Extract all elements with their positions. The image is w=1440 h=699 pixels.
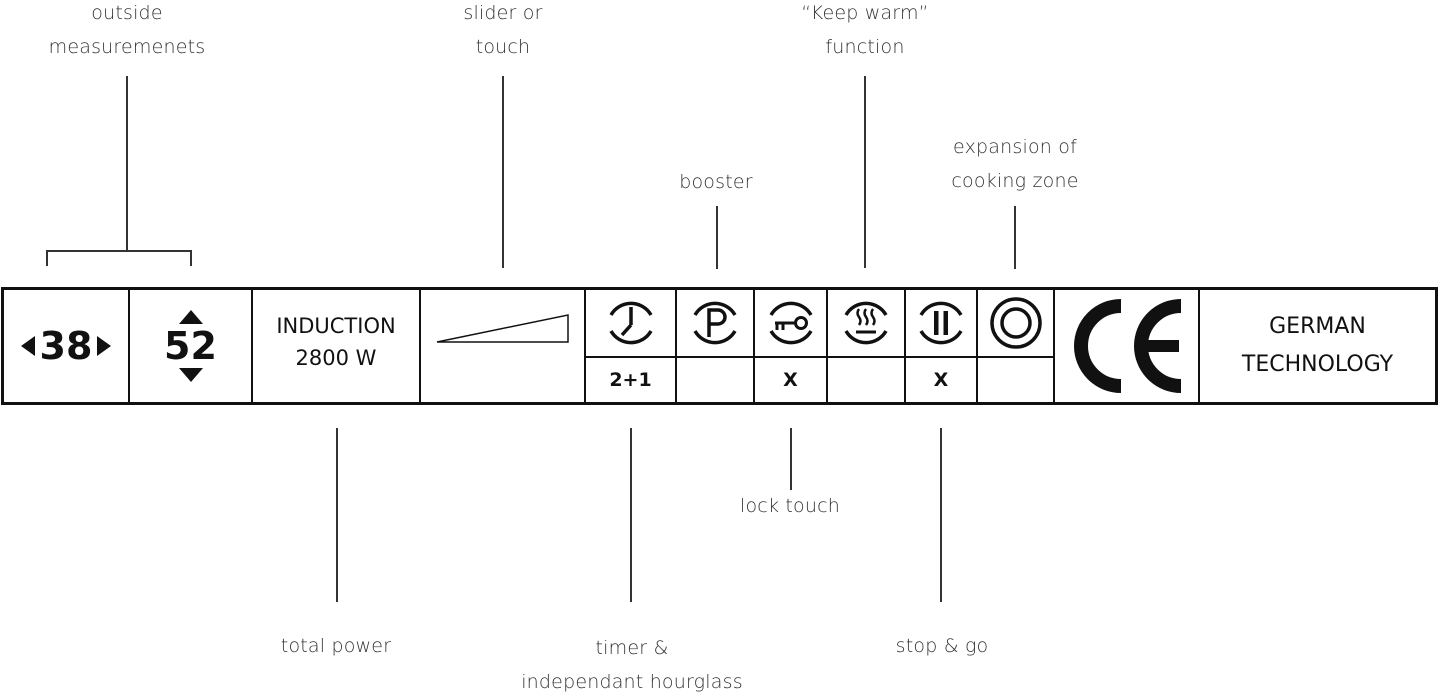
label-line: slider or	[463, 2, 543, 24]
timer-value: 2+1	[609, 369, 652, 391]
separator	[976, 290, 978, 402]
width-value: 38	[39, 324, 93, 368]
origin-line2: TECHNOLOGY	[1241, 352, 1394, 377]
booster-value	[677, 358, 753, 402]
separator	[128, 290, 130, 402]
bracket-right-tick	[190, 250, 192, 266]
separator	[251, 290, 253, 402]
label-line: touch	[475, 36, 531, 58]
origin-line1: GERMAN	[1269, 314, 1366, 339]
slider-wedge-icon	[436, 314, 569, 343]
slider-cell	[421, 290, 584, 402]
label-line: timer &	[595, 637, 669, 659]
separator	[584, 290, 586, 402]
keep-warm-steam-icon	[844, 301, 888, 345]
p-booster-icon	[693, 301, 737, 345]
label-booster: booster	[679, 165, 753, 199]
keep-warm-icon-cell	[828, 290, 904, 356]
arrow-left-icon	[20, 336, 35, 356]
arrow-down-icon	[178, 368, 203, 382]
label-expansion: expansion of cooking zone	[951, 130, 1078, 198]
label-keep-warm: “Keep warm” function	[801, 0, 928, 64]
clock-icon	[608, 301, 653, 345]
ce-mark-icon	[1073, 299, 1181, 393]
depth-value: 52	[164, 324, 217, 368]
separator	[419, 290, 421, 402]
arrow-right-icon	[97, 336, 112, 356]
power-value: 2800 W	[295, 346, 377, 370]
label-line: booster	[679, 171, 753, 193]
key-lock-icon	[768, 301, 813, 345]
label-line: lock touch	[740, 495, 840, 517]
label-stop-go: stop & go	[896, 629, 989, 663]
separator	[1198, 290, 1200, 402]
label-timer: timer & independant hourglass	[521, 631, 743, 699]
keep-warm-value	[828, 358, 904, 402]
label-line: outside	[91, 2, 163, 24]
row-separator	[584, 356, 1053, 358]
leader-expansion	[1014, 206, 1016, 269]
pause-icon	[919, 301, 963, 345]
label-line: “Keep warm”	[801, 2, 929, 24]
label-line: independant hourglass	[521, 671, 743, 693]
leader-total-power	[336, 428, 338, 602]
expansion-value	[978, 358, 1053, 402]
label-total-power: total power	[281, 629, 391, 663]
label-lock-touch: lock touch	[740, 489, 840, 523]
leader-stop-go	[940, 428, 942, 602]
arrow-up-icon	[178, 310, 203, 324]
label-line: function	[825, 36, 905, 58]
separator	[826, 290, 828, 402]
lock-icon-cell	[755, 290, 826, 356]
width-cell: 38	[4, 290, 128, 402]
booster-icon-cell	[677, 290, 753, 356]
bracket-left-tick	[46, 250, 48, 266]
leader-slider	[502, 76, 504, 268]
separator	[1053, 290, 1055, 402]
label-line: measuremenets	[48, 36, 206, 58]
separator	[753, 290, 755, 402]
leader-timer	[630, 428, 632, 602]
leader-booster	[716, 206, 718, 269]
bracket-outside-measurements	[46, 250, 192, 252]
leader-outside-measurements	[126, 76, 128, 251]
separator	[904, 290, 906, 402]
label-line: total power	[280, 635, 392, 657]
leader-keep-warm	[864, 76, 866, 268]
timer-icon-cell	[586, 290, 675, 356]
label-slider-or-touch: slider or touch	[463, 0, 542, 64]
double-ring-icon	[989, 297, 1042, 349]
label-outside-measurements: outside measuremenets	[49, 0, 206, 64]
origin-cell: GERMAN TECHNOLOGY	[1200, 290, 1435, 402]
leader-lock-touch	[790, 428, 792, 490]
power-cell: INDUCTION 2800 W	[253, 290, 419, 402]
power-type: INDUCTION	[276, 314, 396, 338]
label-line: expansion of	[953, 136, 1077, 158]
stop-go-value: X	[933, 369, 949, 391]
separator	[675, 290, 677, 402]
lock-value: X	[783, 369, 798, 391]
label-line: cooking zone	[951, 170, 1079, 192]
spec-panel: 38 52 INDUCTION 2800 W	[1, 287, 1438, 405]
stop-go-icon-cell	[906, 290, 976, 356]
label-line: stop & go	[895, 635, 989, 657]
depth-cell: 52	[130, 290, 251, 402]
expansion-icon-cell	[978, 290, 1053, 356]
ce-cell	[1055, 290, 1198, 402]
